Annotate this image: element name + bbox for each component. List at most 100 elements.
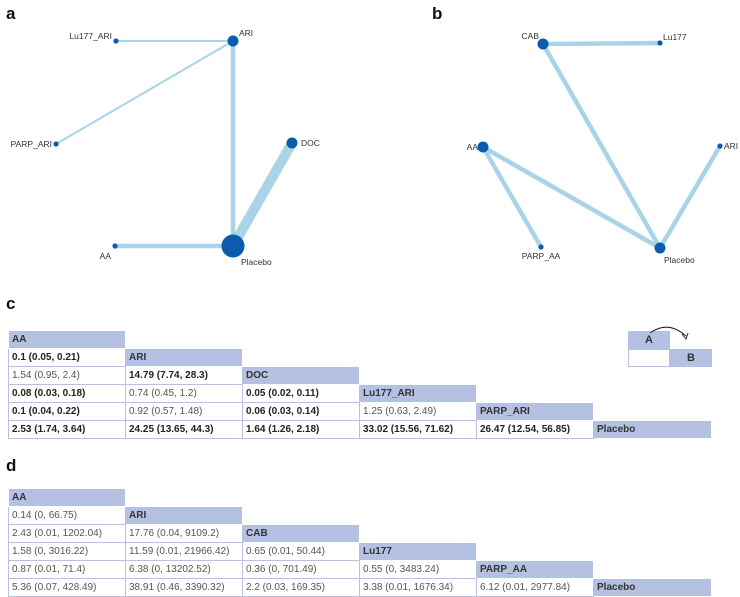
legend-box-a: A — [628, 331, 670, 349]
table-row: 0.1 (0.04, 0.22)0.92 (0.57, 1.48)0.06 (0… — [8, 402, 712, 421]
network-a-node-label-lu177_ari: Lu177_ARI — [69, 31, 112, 41]
table-cell: 0.92 (0.57, 1.48) — [125, 402, 243, 421]
table-cell: 3.38 (0.01, 1676.34) — [359, 578, 477, 597]
empty-cell — [594, 507, 712, 525]
network-a-node-label-aa: AA — [100, 251, 112, 261]
panel-label-d: d — [6, 456, 17, 475]
table-cell: 24.25 (13.65, 44.3) — [125, 420, 243, 439]
network-a-node-placebo — [221, 234, 245, 258]
table-row: 1.54 (0.95, 2.4)14.79 (7.74, 28.3)DOC — [8, 366, 712, 385]
treatment-header-placebo: Placebo — [593, 578, 712, 597]
empty-cell — [243, 331, 360, 349]
treatment-header-doc: DOC — [242, 366, 360, 385]
empty-cell — [477, 367, 594, 385]
legend-arrow-icon — [649, 326, 689, 341]
treatment-header-aa: AA — [8, 330, 126, 349]
empty-cell — [243, 507, 360, 525]
table-row: AA — [8, 330, 712, 349]
table-cell: 0.06 (0.03, 0.14) — [242, 402, 360, 421]
network-a-node-ari — [227, 35, 239, 47]
table-cell: 1.58 (0, 3016.22) — [8, 542, 126, 561]
network-b-edge-aa-placebo — [481, 145, 662, 250]
network-a-edge-parp_ari-ari — [55, 40, 234, 145]
table-cell: 26.47 (12.54, 56.85) — [476, 420, 594, 439]
empty-cell — [594, 331, 712, 349]
empty-cell — [594, 349, 712, 367]
network-a-edge-doc-placebo — [228, 140, 297, 249]
table-cell: 33.02 (15.56, 71.62) — [359, 420, 477, 439]
table-cell: 1.25 (0.63, 2.49) — [359, 402, 477, 421]
table-row: 0.1 (0.05, 0.21)ARI — [8, 348, 712, 367]
table-cell: 2.43 (0.01, 1202.04) — [8, 524, 126, 543]
network-a-node-label-doc: DOC — [301, 138, 320, 148]
empty-cell — [477, 349, 594, 367]
empty-cell — [360, 367, 477, 385]
network-b-edge-cab-lu177 — [542, 40, 661, 47]
empty-cell — [360, 489, 477, 507]
network-b-edge-ari-placebo — [658, 144, 722, 250]
table-cell: 2.53 (1.74, 3.64) — [8, 420, 126, 439]
table-cell: 14.79 (7.74, 28.3) — [125, 366, 243, 385]
empty-cell — [594, 403, 712, 421]
empty-cell — [126, 331, 243, 349]
table-row: AA — [8, 488, 712, 507]
table-cell: 2.2 (0.03, 169.35) — [242, 578, 360, 597]
treatment-header-parp_aa: PARP_AA — [476, 560, 594, 579]
empty-cell — [594, 525, 712, 543]
network-b-node-parp_aa — [538, 244, 544, 250]
network-b-node-label-placebo: Placebo — [664, 255, 695, 265]
network-a-node-label-placebo: Placebo — [241, 257, 272, 267]
treatment-header-cab: CAB — [242, 524, 360, 543]
table-cell: 5.36 (0.07, 428.49) — [8, 578, 126, 597]
table-cell: 0.1 (0.05, 0.21) — [8, 348, 126, 367]
network-b-node-cab — [537, 38, 549, 50]
panel-label-a: a — [6, 4, 16, 23]
network-b-node-lu177 — [657, 40, 663, 46]
network-b-node-aa — [477, 141, 489, 153]
table-row: 5.36 (0.07, 428.49)38.91 (0.46, 3390.32)… — [8, 578, 712, 597]
empty-cell — [360, 507, 477, 525]
treatment-header-lu177: Lu177 — [359, 542, 477, 561]
table-cell: 0.36 (0, 701.49) — [242, 560, 360, 579]
network-a-node-parp_ari — [53, 141, 59, 147]
table-row: 1.58 (0, 3016.22)11.59 (0.01, 21966.42)0… — [8, 542, 712, 561]
treatment-header-parp_ari: PARP_ARI — [476, 402, 594, 421]
table-row: 2.53 (1.74, 3.64)24.25 (13.65, 44.3)1.64… — [8, 420, 712, 439]
network-b-node-ari — [717, 143, 723, 149]
table-cell: 0.14 (0, 66.75) — [8, 506, 126, 525]
table-row: 0.08 (0.03, 0.18)0.74 (0.45, 1.2)0.05 (0… — [8, 384, 712, 403]
empty-cell — [594, 367, 712, 385]
legend-box-empty — [628, 349, 670, 367]
empty-cell — [477, 507, 594, 525]
empty-cell — [360, 525, 477, 543]
empty-cell — [360, 331, 477, 349]
empty-cell — [477, 543, 594, 561]
table-row: 2.43 (0.01, 1202.04)17.76 (0.04, 9109.2)… — [8, 524, 712, 543]
empty-cell — [477, 525, 594, 543]
table-cell: 6.12 (0.01, 2977.84) — [476, 578, 594, 597]
network-a-node-aa — [112, 243, 118, 249]
treatment-header-placebo: Placebo — [593, 420, 712, 439]
table-cell: 0.1 (0.04, 0.22) — [8, 402, 126, 421]
table-row: 0.14 (0, 66.75)ARI — [8, 506, 712, 525]
treatment-header-ari: ARI — [125, 348, 243, 367]
empty-cell — [477, 489, 594, 507]
table-cell: 0.87 (0.01, 71.4) — [8, 560, 126, 579]
network-b-node-label-parp_aa: PARP_AA — [522, 251, 561, 261]
empty-cell — [477, 331, 594, 349]
empty-cell — [126, 489, 243, 507]
table-cell: 0.08 (0.03, 0.18) — [8, 384, 126, 403]
empty-cell — [243, 349, 360, 367]
empty-cell — [594, 489, 712, 507]
empty-cell — [243, 489, 360, 507]
network-b-node-label-cab: CAB — [522, 31, 540, 41]
table-cell: 6.38 (0, 13202.52) — [125, 560, 243, 579]
network-a-node-label-parp_ari: PARP_ARI — [11, 139, 52, 149]
table-cell: 0.55 (0, 3483.24) — [359, 560, 477, 579]
network-b-node-label-aa: AA — [467, 142, 479, 152]
network-b-node-label-lu177: Lu177 — [663, 32, 687, 42]
empty-cell — [594, 385, 712, 403]
network-b-node-label-ari: ARI — [724, 141, 738, 151]
